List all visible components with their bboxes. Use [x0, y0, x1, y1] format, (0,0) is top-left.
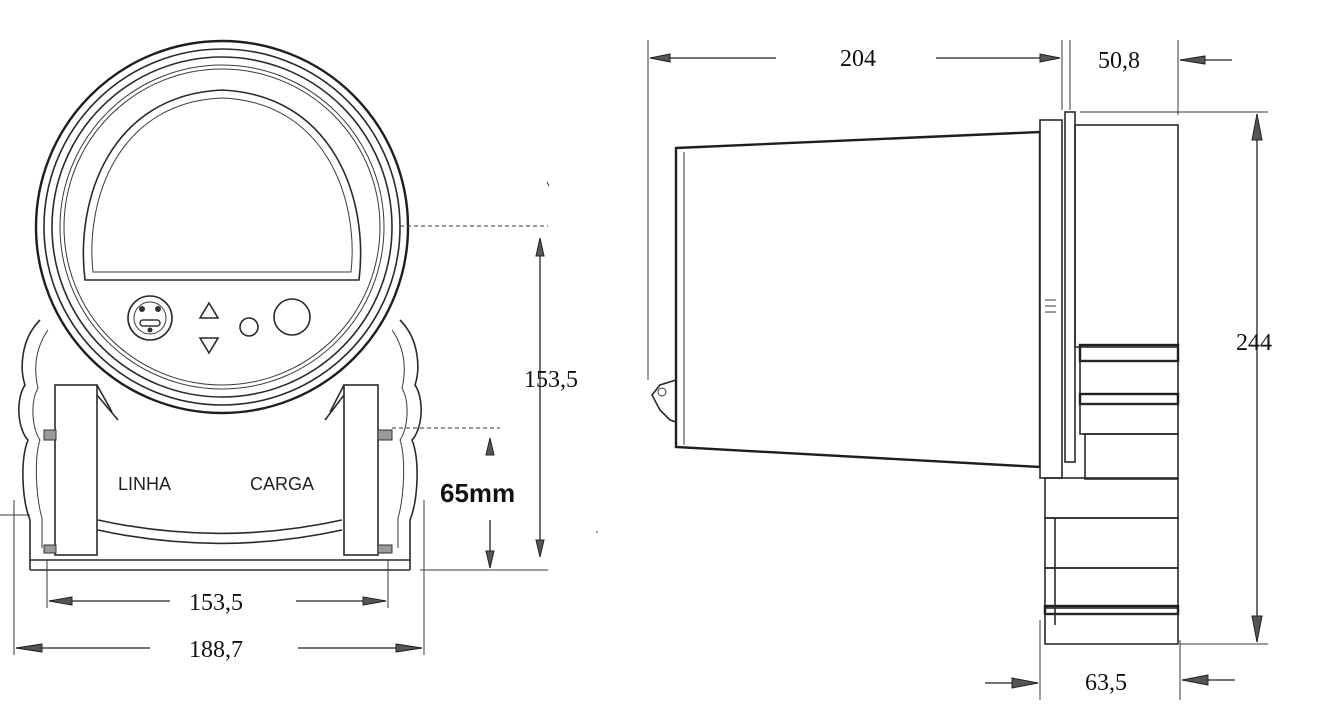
dim-side-flange-to-back-value: 50,8	[1098, 48, 1140, 74]
optical-port-icon	[127, 295, 173, 341]
load-label: CARGA	[250, 474, 314, 494]
dim-front-outer-width-value: 188,7	[189, 637, 243, 663]
side-flange	[1039, 119, 1063, 479]
side-socket-base	[1043, 111, 1180, 645]
dim-side-flange-to-back	[1069, 40, 1232, 115]
dim-side-body-length	[647, 40, 1063, 380]
dim-front-inner-width	[46, 560, 389, 608]
front-view: LINHA CARGA 153,5 65mm 1	[0, 39, 578, 663]
line-label: LINHA	[118, 474, 171, 494]
dim-front-height-value: 153,5	[524, 367, 578, 393]
dim-terminal-spacing	[392, 427, 500, 569]
down-arrow-button-icon	[198, 337, 220, 355]
dim-front-outer-width	[0, 500, 425, 655]
reset-button-icon	[273, 298, 311, 336]
dim-front-height	[400, 225, 548, 571]
dim-side-height	[1080, 111, 1268, 645]
line-terminal-jaw	[43, 384, 119, 556]
meter-base-housing	[18, 319, 422, 571]
dim-side-base-depth-value: 63,5	[1085, 670, 1127, 696]
display-window-inner	[91, 97, 353, 273]
load-terminal-jaw	[324, 384, 393, 556]
scan-speck	[546, 181, 550, 187]
dim-terminal-spacing-value: 65mm	[440, 478, 515, 508]
display-window	[82, 89, 362, 281]
dim-side-base-depth	[985, 620, 1235, 700]
meter-cover-ring	[34, 39, 410, 415]
up-arrow-button-icon	[198, 301, 220, 319]
side-cover-body	[674, 130, 1042, 469]
dim-front-inner-width-value: 153,5	[189, 590, 243, 616]
indicator-led-icon	[239, 317, 259, 337]
dim-side-body-length-value: 204	[840, 46, 876, 72]
side-view: 204 50,8 244 63,5	[647, 40, 1272, 700]
dim-side-height-value: 244	[1236, 330, 1272, 356]
